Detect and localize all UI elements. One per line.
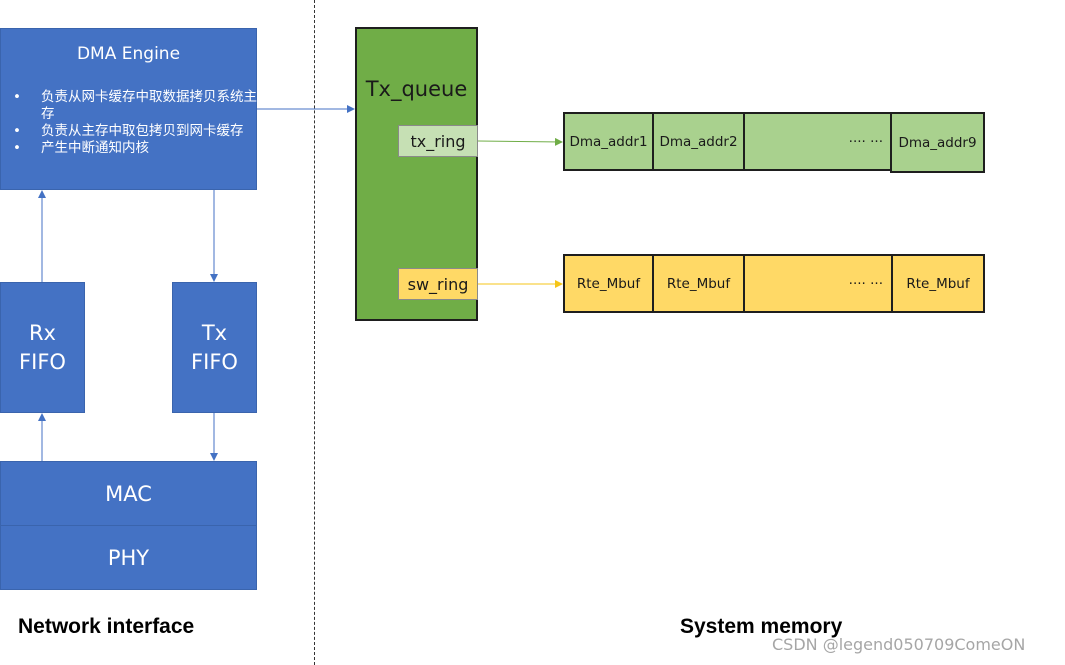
arrow-tx-ring-to-dma-row [477,137,563,146]
mbuf-cell: Rte_Mbuf [563,254,654,313]
tx-fifo-box: Tx FIFO [172,282,257,413]
sw-ring-field: sw_ring [398,268,478,300]
network-interface-caption: Network interface [18,615,195,638]
dma-addr-cell: Dma_addr9 [890,112,985,173]
dma-engine-bullet: 负责从网卡缓存中取数据拷贝系统主存 [13,89,259,123]
dma-engine-title: DMA Engine [76,44,181,64]
dma-engine-bullet-list: 负责从网卡缓存中取数据拷贝系统主存 负责从主存中取包拷贝到网卡缓存 产生中断通知… [13,89,259,157]
system-memory-caption: System memory [680,615,843,638]
dma-engine-box: DMA Engine 负责从网卡缓存中取数据拷贝系统主存 负责从主存中取包拷贝到… [0,28,257,190]
mbuf-ellipsis-cell: ···· ··· [743,254,893,313]
rx-fifo-box: Rx FIFO [0,282,85,413]
tx-queue-title: Tx_queue [365,77,468,101]
mbuf-cell: Rte_Mbuf [652,254,745,313]
tx-ring-field: tx_ring [398,125,478,157]
dma-addr-ellipsis-cell: ···· ··· [743,112,893,171]
dma-engine-bullet: 负责从主存中取包拷贝到网卡缓存 [13,123,259,140]
dma-engine-bullet: 产生中断通知内核 [13,140,259,157]
mbuf-cell: Rte_Mbuf [891,254,985,313]
phy-box: PHY [0,525,257,590]
watermark: CSDN @legend050709ComeON [772,635,1026,654]
dma-addr-cell: Dma_addr1 [563,112,654,171]
mac-box: MAC [0,461,257,526]
dma-addr-cell: Dma_addr2 [652,112,745,171]
section-divider [314,0,315,665]
